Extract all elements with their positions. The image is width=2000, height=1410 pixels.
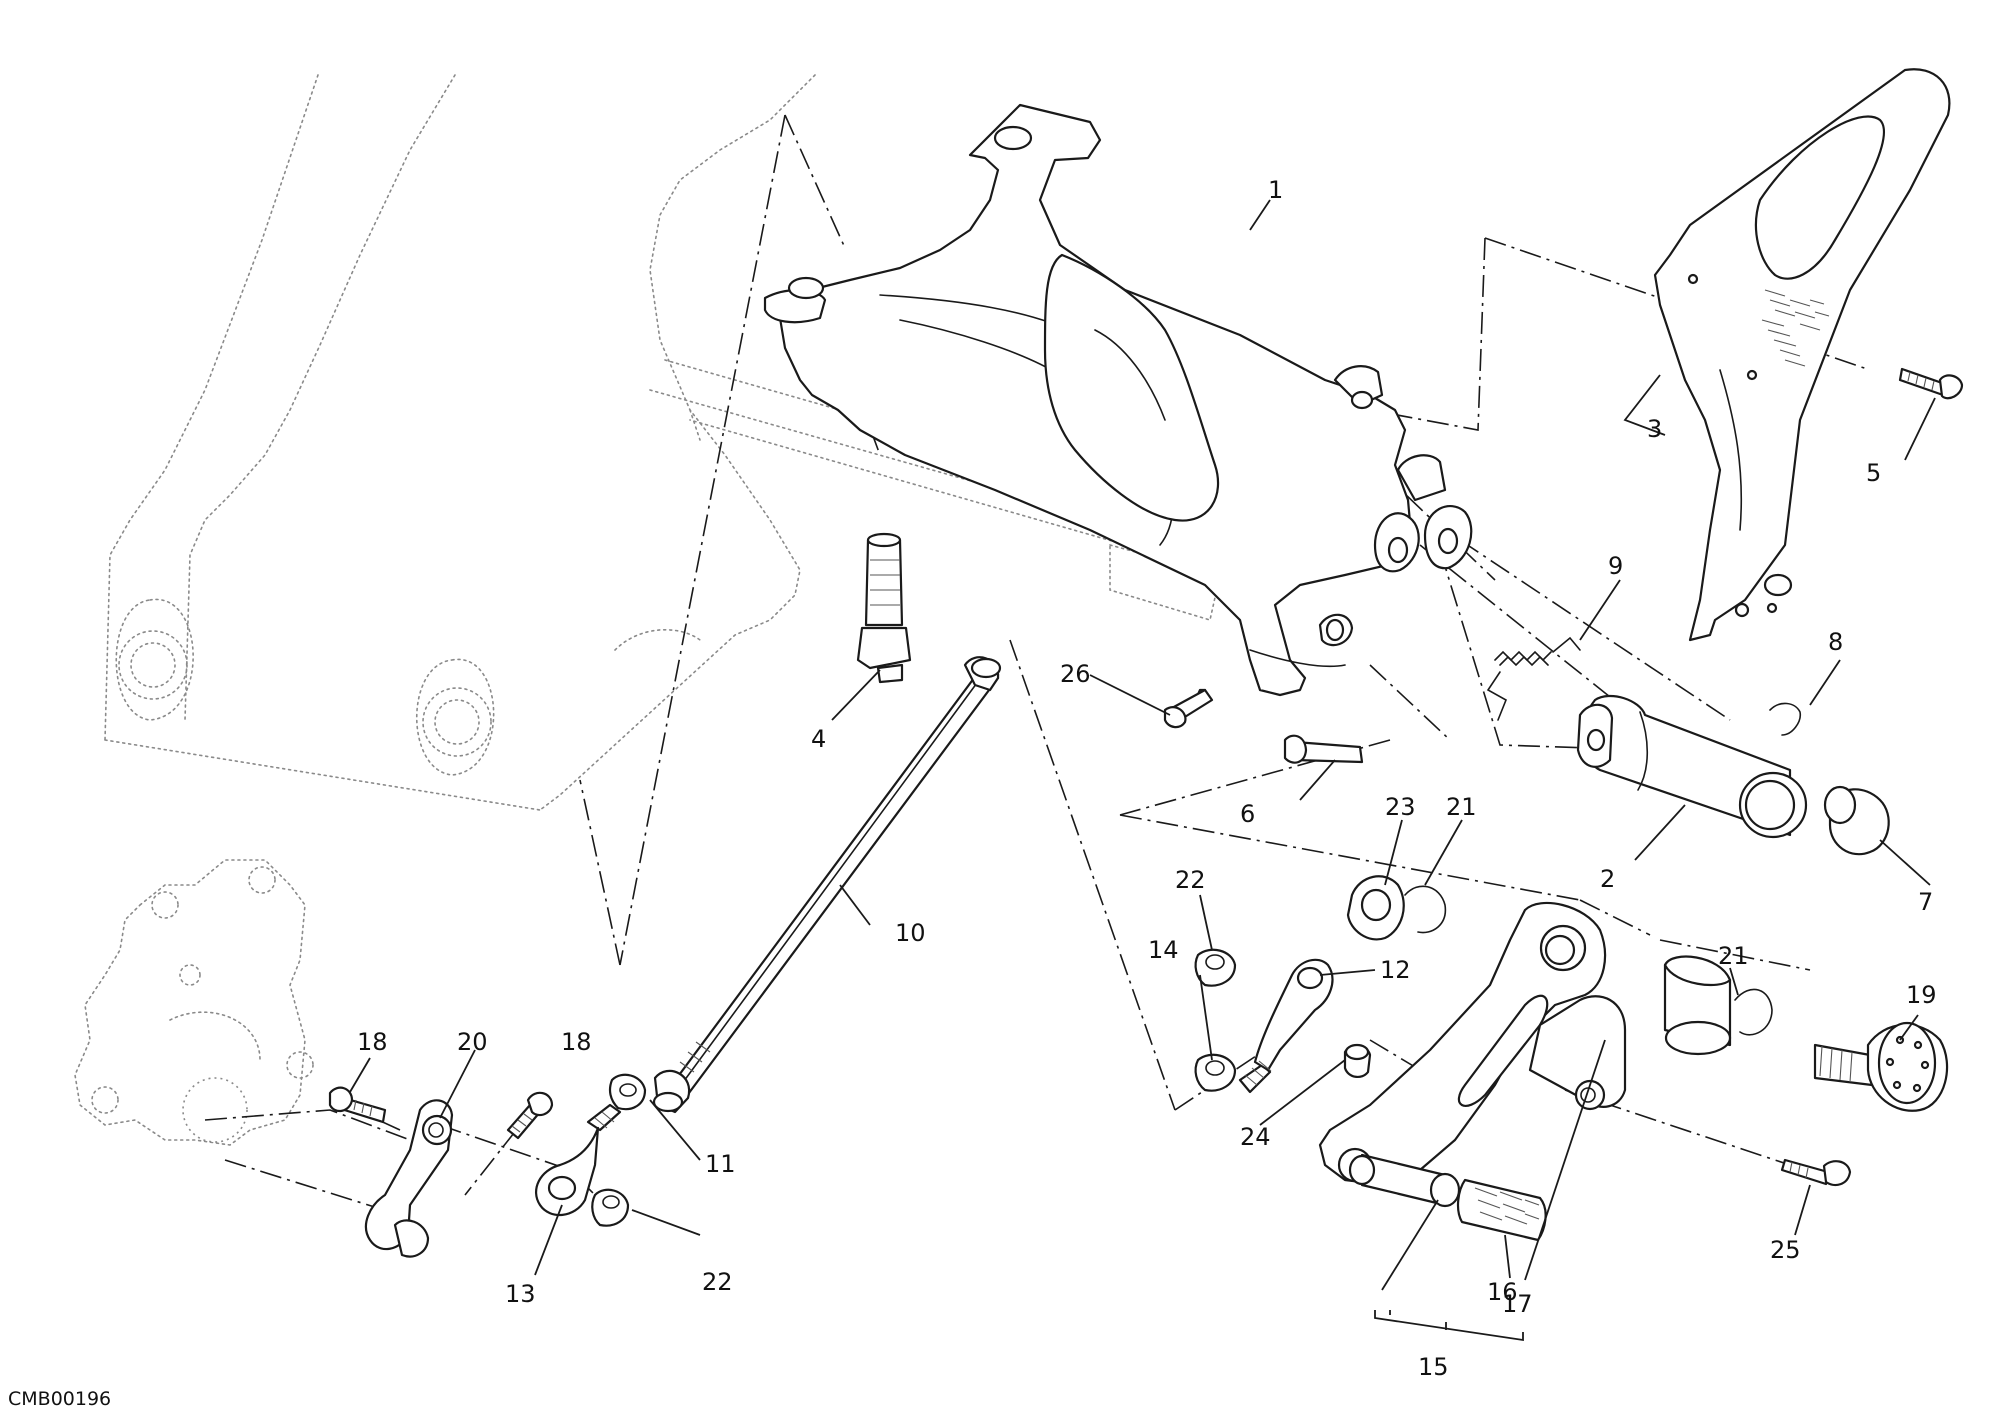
- part-24-spacer: [1343, 1043, 1372, 1078]
- part-2-pivot-sleeve: [1576, 695, 1808, 839]
- part-9-spring: [1486, 636, 1581, 721]
- callout-21-right: 21: [1718, 942, 1749, 970]
- assembly-axis-lines: [204, 114, 1871, 1216]
- part-3-heel-guard: [1653, 68, 1951, 642]
- part-26-screw: [1163, 688, 1214, 729]
- part-12-rod-end: [1238, 958, 1334, 1094]
- callout-1: 1: [1268, 176, 1283, 204]
- callout-labels: 1 2 3 4 5 6 7 8 9 10 11 12 13 14 15 16 1…: [8, 176, 1937, 1410]
- part-17-bushing: [1663, 955, 1732, 1056]
- callout-24: 24: [1240, 1123, 1271, 1151]
- callout-9: 9: [1608, 552, 1623, 580]
- part-8-circlip: [1769, 702, 1802, 736]
- callout-20: 20: [457, 1028, 488, 1056]
- callout-2: 2: [1600, 865, 1615, 893]
- part-19-pivot-bolt: [1813, 1021, 1949, 1112]
- part-4-bolt: [856, 532, 912, 684]
- callout-6: 6: [1240, 800, 1255, 828]
- callout-10: 10: [895, 919, 926, 947]
- callout-3: 3: [1647, 415, 1662, 443]
- callout-7: 7: [1918, 888, 1933, 916]
- callout-13: 13: [505, 1280, 536, 1308]
- callout-11: 11: [705, 1150, 736, 1178]
- part-21-circlip-left: [1404, 885, 1447, 934]
- callout-5: 5: [1866, 459, 1881, 487]
- callout-23: 23: [1385, 793, 1416, 821]
- callout-12: 12: [1380, 956, 1411, 984]
- part-15-peg-assembly: [1348, 1153, 1461, 1208]
- shift-lever: [1318, 901, 1627, 1187]
- part-10-shift-rod: [652, 656, 1002, 1114]
- callout-21-left: 21: [1446, 793, 1477, 821]
- part-7-cap: [1823, 785, 1890, 856]
- callout-17: 17: [1502, 1290, 1533, 1318]
- engine-frame-outline: [104, 74, 1261, 811]
- callout-4: 4: [811, 725, 826, 753]
- callout-19: 19: [1906, 981, 1937, 1009]
- grip-texture: [1761, 289, 1830, 367]
- part-20-shift-arm: [364, 1099, 454, 1258]
- callout-16: 16: [1487, 1278, 1518, 1306]
- part-13-rod-end: [534, 1103, 622, 1216]
- callout-22-lower: 22: [702, 1268, 733, 1296]
- callout-25: 25: [1770, 1236, 1801, 1264]
- part-18-screw-left: [328, 1086, 387, 1124]
- part-23-washer: [1346, 875, 1405, 941]
- part-18-screw-right: [506, 1091, 554, 1140]
- callout-15: 15: [1418, 1353, 1449, 1381]
- callout-8: 8: [1828, 628, 1843, 656]
- part-14-nut: [1194, 1053, 1237, 1092]
- gearbox-cover-outline: [74, 859, 314, 1146]
- part-22-nut-lower: [591, 1188, 630, 1227]
- part-25-screw: [1780, 1158, 1852, 1186]
- callout-26: 26: [1060, 660, 1091, 688]
- part-22-nut-upper: [1194, 948, 1237, 987]
- part-6-pin: [1283, 734, 1364, 764]
- part-16-peg-rubber: [1456, 1178, 1547, 1242]
- part-5-screw: [1898, 367, 1964, 400]
- part-21-circlip-right: [1734, 988, 1773, 1036]
- callout-14: 14: [1148, 936, 1179, 964]
- part-11-nut: [608, 1073, 647, 1111]
- callout-18-left: 18: [357, 1028, 388, 1056]
- leader-lines: [349, 199, 1936, 1342]
- drawing-code: CMB00196: [8, 1388, 111, 1410]
- callout-22-upper: 22: [1175, 866, 1206, 894]
- part-1-footrest-bracket: [763, 103, 1473, 697]
- callout-18-right: 18: [561, 1028, 592, 1056]
